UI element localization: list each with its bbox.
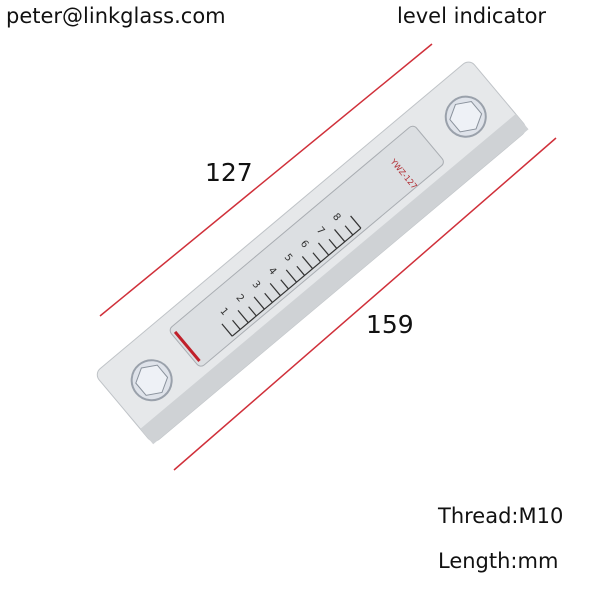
thread-spec: Thread:M10 [438, 504, 564, 528]
scale-tick [237, 310, 249, 324]
scale-tick [253, 296, 265, 310]
scale-tick [317, 242, 330, 256]
dimension-line-127 [99, 43, 433, 317]
scale-label: 1 [217, 306, 230, 318]
scale-tick [301, 256, 314, 270]
scale-tick [248, 306, 257, 317]
scale-tick [264, 292, 273, 303]
scale-label: 8 [330, 212, 343, 224]
scale-tick [269, 283, 281, 297]
scale-tick [280, 279, 289, 290]
scale-tick [221, 323, 233, 337]
scale-tick [328, 238, 338, 249]
scale-baseline [231, 227, 362, 337]
scale-label: 5 [282, 252, 295, 264]
sight-window [169, 125, 444, 367]
scale-tick [285, 269, 297, 283]
scale-label: 2 [233, 293, 246, 305]
scale-tick [312, 252, 322, 263]
scale-label: 7 [314, 225, 327, 237]
scale-tick [334, 229, 346, 243]
product-title: level indicator [397, 4, 547, 28]
bolt-bottom-hex-icon [135, 364, 169, 396]
window-length-label: 127 [205, 158, 253, 187]
length-unit-spec: Length:mm [438, 549, 559, 573]
contact-email: peter@linkglass.com [6, 4, 226, 28]
scale-tick [296, 265, 306, 276]
scale-label: 4 [266, 266, 279, 278]
scale-label: 6 [298, 239, 311, 251]
body-side [140, 113, 529, 445]
bolt-top-hex-icon [449, 101, 483, 133]
dimension-line-159 [173, 137, 557, 471]
scale-label: 3 [250, 279, 263, 291]
scale-tick [232, 319, 241, 330]
total-length-label: 159 [366, 310, 414, 339]
red-level-mark [173, 330, 201, 362]
scale-tick [344, 225, 354, 236]
scale-tick [350, 215, 362, 229]
